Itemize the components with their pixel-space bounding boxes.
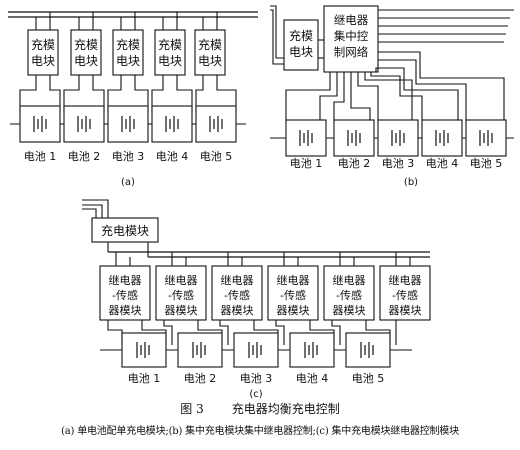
panel-a-module-3: 充模 电块	[107, 12, 149, 112]
panel-c-battery-3-label: 电池 3	[240, 372, 273, 385]
panel-c-relay-1-label-3: 器模块	[109, 304, 142, 317]
panel-b: 充模 电块 继电器 集中控 制网络	[270, 5, 514, 188]
panel-b-battery-3-label: 电池 3	[382, 157, 415, 170]
figure-number: 图 3	[180, 402, 204, 416]
panel-c-relay-module-2: 继电器 -传感 器模块	[155, 252, 223, 345]
panel-b-battery-4	[421, 119, 463, 157]
panel-a-battery-4	[151, 105, 193, 143]
panel-a-module-2-label-1: 充模	[74, 37, 98, 52]
panel-a-module-4-label-2: 电块	[158, 54, 182, 68]
panel-b-relay-network	[323, 5, 379, 73]
panel-b-relay-label-3: 制网络	[334, 45, 369, 59]
panel-c-relay-4-label-2: -传感	[280, 289, 306, 302]
figure-title: 图 3 充电器均衡充电控制	[0, 400, 520, 417]
panel-c-battery-5	[345, 332, 391, 368]
panel-b-charger-module	[283, 19, 319, 71]
figure-title-text: 充电器均衡充电控制	[231, 402, 340, 416]
panel-c-relay-3-label-3: 器模块	[221, 304, 254, 317]
panel-c-relay-module-6: 继电器 -传感 器模块	[379, 252, 431, 345]
panel-b-module-label-1: 充模	[289, 28, 313, 43]
panel-a-battery-2-label: 电池 2	[68, 150, 101, 163]
panel-a-module-5-label-2: 电块	[198, 54, 222, 68]
panel-c-relay-3-label-2: -传感	[224, 289, 250, 302]
panel-c-battery-3	[233, 332, 279, 368]
panel-a-module-1: 充模 电块	[19, 12, 61, 112]
panel-c-relay-3-label-1: 继电器	[221, 274, 254, 287]
panel-b-battery-2-label: 电池 2	[338, 157, 371, 170]
panel-c-charger-label: 充电模块	[101, 223, 149, 238]
panel-b-battery-1	[285, 119, 327, 157]
panel-a-battery-1	[19, 105, 61, 143]
panel-b-battery-5-label: 电池 5	[470, 157, 503, 170]
panel-a-battery-2	[63, 105, 105, 143]
panel-c-relay-5-label-3: 器模块	[333, 304, 366, 317]
panel-c-relay-2-label-1: 继电器	[165, 274, 198, 287]
panel-c-relay-6-label-2: -传感	[392, 289, 418, 302]
panel-a-module-5: 充模 电块	[194, 12, 237, 112]
panel-c-battery-2-label: 电池 2	[184, 372, 217, 385]
panel-c-relay-module-4: 继电器 -传感 器模块	[267, 252, 335, 345]
panel-b-battery-1-label: 电池 1	[290, 157, 323, 170]
panel-b-relay-label-2: 集中控	[334, 29, 369, 43]
panel-b-relay-label-1: 继电器	[334, 13, 369, 27]
panel-b-label: (b)	[404, 177, 418, 188]
panel-c-charger-module	[91, 217, 159, 243]
panel-c-relay-module-1: 继电器 -传感 器模块	[99, 252, 167, 345]
panel-b-module-label-2: 电块	[289, 45, 313, 59]
panel-a-label: (a)	[121, 177, 135, 188]
panel-b-battery-3	[377, 119, 419, 157]
panel-c-relay-5-label-1: 继电器	[333, 274, 366, 287]
panel-c-relay-module-3: 继电器 -传感 器模块	[211, 252, 279, 345]
figure-subtitle: (a) 单电池配单充电模块;(b) 集中充电模块集中继电器控制;(c) 集中充电…	[61, 426, 459, 437]
panel-a-battery-5	[195, 105, 237, 143]
panel-a-battery-4-label: 电池 4	[156, 150, 189, 163]
panel-c-battery-2	[177, 332, 223, 368]
panel-c-relay-4-label-1: 继电器	[277, 274, 310, 287]
panel-a-module-2: 充模 电块	[63, 12, 105, 112]
panel-c: 充电模块 继电器 -传感 器模块 继电器 -传感 器模块 继电	[82, 199, 431, 400]
panel-c-battery-5-label: 电池 5	[352, 372, 385, 385]
panel-a-battery-3-label: 电池 3	[112, 150, 145, 163]
panel-a-module-3-label-1: 充模	[116, 37, 140, 52]
panel-b-battery-2	[333, 119, 375, 157]
panel-c-relay-6-label-1: 继电器	[389, 274, 422, 287]
panel-c-relay-1-label-2: -传感	[112, 289, 138, 302]
panel-b-input-feed	[270, 5, 284, 59]
panel-c-relay-module-5: 继电器 -传感 器模块	[323, 252, 391, 345]
panel-c-battery-4	[289, 332, 335, 368]
panel-c-relay-6-label-3: 器模块	[389, 304, 422, 317]
panel-a-module-2-label-2: 电块	[74, 54, 98, 68]
panel-b-battery-5	[465, 119, 507, 157]
panel-b-battery-4-label: 电池 4	[426, 157, 459, 170]
panel-c-input-feed	[82, 199, 109, 218]
panel-c-battery-1-label: 电池 1	[128, 372, 161, 385]
panel-c-label: (c)	[249, 389, 262, 400]
panel-a-module-3-label-2: 电块	[116, 54, 140, 68]
panel-a-module-1-label-1: 充模	[31, 37, 55, 52]
panel-a-module-4-label-1: 充模	[158, 37, 182, 52]
panel-a-module-4: 充模 电块	[151, 12, 193, 112]
panel-c-battery-4-label: 电池 4	[296, 372, 329, 385]
panel-a: 充模 电块 充模 电块 充模 电块 充模 电块	[8, 11, 258, 188]
panel-a-module-1-label-2: 电块	[31, 54, 55, 68]
panel-a-battery-3	[107, 105, 149, 143]
panel-c-relay-4-label-3: 器模块	[277, 304, 310, 317]
panel-c-relay-2-label-2: -传感	[168, 289, 194, 302]
panel-c-relay-2-label-3: 器模块	[165, 304, 198, 317]
panel-c-relay-1-label-1: 继电器	[109, 274, 142, 287]
panel-a-battery-1-label: 电池 1	[24, 150, 57, 163]
panel-a-module-5-label-1: 充模	[198, 37, 222, 52]
panel-c-battery-1	[121, 332, 167, 368]
panel-c-relay-5-label-2: -传感	[336, 289, 362, 302]
panel-a-battery-5-label: 电池 5	[200, 150, 233, 163]
